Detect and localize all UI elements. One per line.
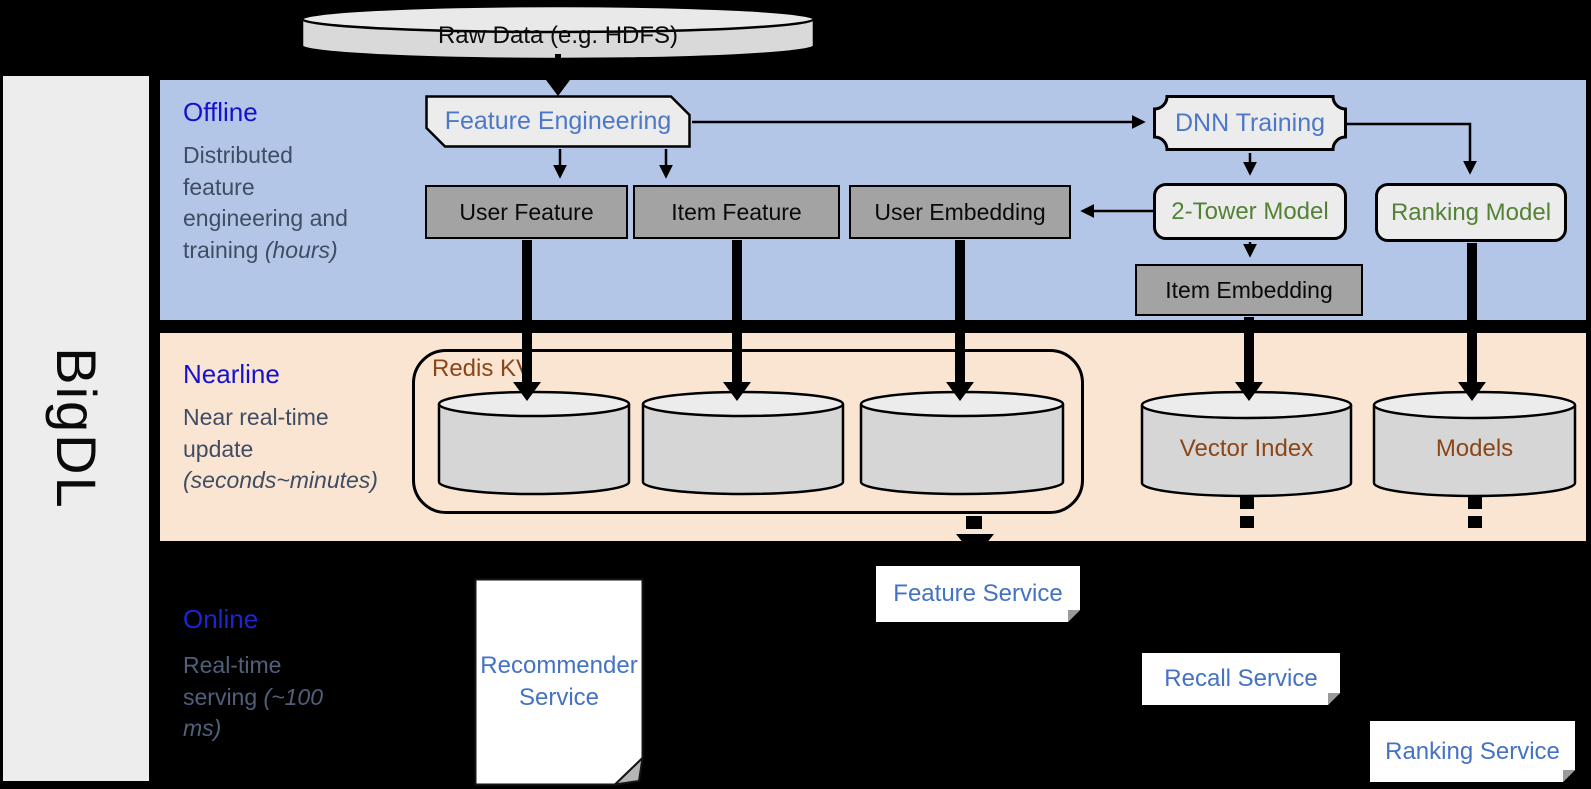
dnn-training-node: DNN Training xyxy=(1153,95,1347,151)
raw-data-label: Raw Data (e.g. HDFS) xyxy=(437,22,679,49)
nearline-desc-text: Near real-time update xyxy=(183,404,329,462)
bigdl-logo: BigDL xyxy=(44,347,108,510)
vector-index-cylinder xyxy=(1140,390,1353,500)
document-shape-icon xyxy=(474,578,644,786)
item-feature-box: Item Feature xyxy=(633,185,840,239)
user-embedding-label: User Embedding xyxy=(874,198,1046,225)
online-desc-duration: (~100 ms) xyxy=(183,683,324,742)
bigdl-sidebar: BigDL xyxy=(3,76,149,781)
user-feature-label: User Feature xyxy=(459,198,594,225)
models-cylinder xyxy=(1372,390,1577,500)
ranking-service-box: Ranking Service xyxy=(1370,721,1575,782)
online-title: Online xyxy=(183,604,259,634)
item-feature-label: Item Feature xyxy=(671,198,802,225)
item-embedding-label: Item Embedding xyxy=(1165,276,1333,303)
cylinder-shape-icon xyxy=(859,390,1065,496)
cylinder-shape-icon xyxy=(437,390,631,496)
snip-rectangle-icon xyxy=(425,95,691,148)
redis-cylinder-1 xyxy=(437,390,631,496)
plaque-shape-icon xyxy=(1153,95,1347,151)
feature-engineering-label: Feature Engineering xyxy=(444,107,672,135)
online-desc-text: Real-time serving xyxy=(183,652,282,710)
offline-desc-duration: (hours) xyxy=(264,237,338,264)
nearline-title: Nearline xyxy=(183,359,280,389)
user-embedding-box: User Embedding xyxy=(849,185,1071,239)
two-tower-model-label: 2-Tower Model xyxy=(1171,197,1329,225)
recommender-service-label: Recommender Service xyxy=(480,651,638,711)
recall-service-box: Recall Service xyxy=(1142,653,1340,705)
page-fold-icon xyxy=(614,757,644,786)
ranking-service-label: Ranking Service xyxy=(1385,737,1560,765)
offline-description: Distributed feature engineering and trai… xyxy=(183,140,369,267)
online-description: Real-time serving (~100 ms) xyxy=(183,650,323,745)
models-label: Models xyxy=(1435,435,1514,462)
nearline-description: Near real-time update (seconds~minutes) xyxy=(183,402,397,497)
two-tower-model-box: 2-Tower Model xyxy=(1153,183,1347,240)
recall-service-label: Recall Service xyxy=(1164,665,1318,692)
feature-service-box: Feature Service xyxy=(876,566,1080,622)
recommender-service-doc: Recommender Service xyxy=(474,578,644,786)
item-embedding-box: Item Embedding xyxy=(1135,264,1363,316)
cylinder-shape-icon xyxy=(300,4,816,61)
cylinder-shape-icon xyxy=(1140,390,1353,498)
feature-engineering-node: Feature Engineering xyxy=(425,95,691,148)
offline-desc-text: Distributed feature engineering and trai… xyxy=(183,142,348,264)
redis-cylinder-2 xyxy=(641,390,845,496)
cylinder-shape-icon xyxy=(641,390,845,496)
feature-service-label: Feature Service xyxy=(893,580,1063,607)
cylinder-shape-icon xyxy=(1372,390,1577,498)
user-feature-box: User Feature xyxy=(425,185,628,239)
vector-index-label: Vector Index xyxy=(1179,435,1314,462)
ranking-model-box: Ranking Model xyxy=(1375,183,1567,242)
nearline-desc-duration: (seconds~minutes) xyxy=(183,467,378,494)
ranking-model-label: Ranking Model xyxy=(1390,198,1552,226)
offline-title: Offline xyxy=(183,97,258,127)
redis-kv-label: Redis KV xyxy=(432,355,533,382)
raw-data-cylinder: Raw Data (e.g. HDFS) xyxy=(300,4,816,62)
redis-kv-frame xyxy=(412,349,1084,514)
dnn-training-label: DNN Training xyxy=(1174,108,1326,137)
redis-cylinder-3 xyxy=(859,390,1065,496)
